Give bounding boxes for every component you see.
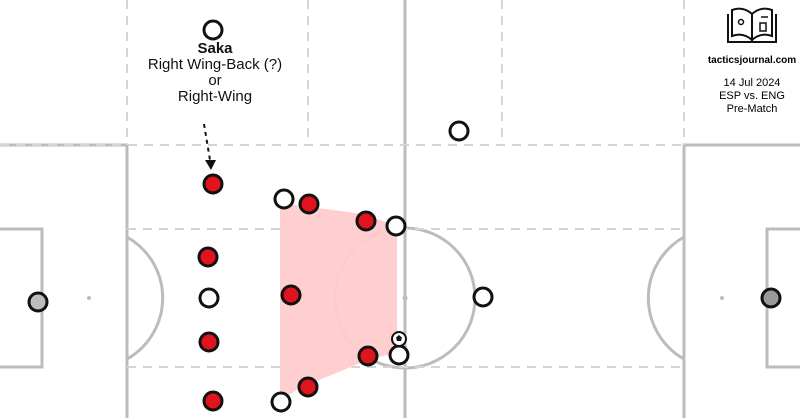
england-player xyxy=(355,210,377,232)
england-player xyxy=(202,173,224,195)
opponent-player xyxy=(388,344,410,366)
player-name-label: Saka xyxy=(197,40,233,57)
opponent-player xyxy=(448,120,470,142)
england-player xyxy=(297,376,319,398)
right-penalty-box xyxy=(682,143,800,418)
football-icon xyxy=(391,331,407,347)
logo-space xyxy=(706,3,798,53)
centre-spot xyxy=(402,295,408,301)
right-penalty-spot xyxy=(720,296,724,300)
open-book-icon xyxy=(727,7,777,43)
england-player xyxy=(202,390,224,412)
opponent-player xyxy=(202,19,224,41)
left-penalty-arc xyxy=(126,235,165,361)
right-goalkeeper xyxy=(760,287,782,309)
opponent-player xyxy=(385,215,407,237)
opponent-player xyxy=(270,391,292,413)
left-penalty-spot xyxy=(87,296,91,300)
role-label-3: Right-Wing xyxy=(177,88,253,105)
match-date: 14 Jul 2024 xyxy=(723,77,781,89)
match-fixture: ESP vs. ENG xyxy=(719,90,785,102)
match-phase: Pre-Match xyxy=(726,103,778,115)
opponent-player xyxy=(273,188,295,210)
left-penalty-box xyxy=(0,143,129,418)
england-player xyxy=(357,345,379,367)
opponent-player xyxy=(198,287,220,309)
right-penalty-arc xyxy=(646,235,685,361)
left-goalkeeper xyxy=(27,291,49,313)
england-player xyxy=(280,284,302,306)
movement-arrow xyxy=(203,123,216,170)
role-label-1: Right Wing-Back (?) xyxy=(147,56,283,73)
opponent-player xyxy=(472,286,494,308)
role-label-2: or xyxy=(208,72,222,89)
site-name: tacticsjournal.com xyxy=(707,55,797,66)
england-player xyxy=(197,246,219,268)
saka-annotation: Saka Right Wing-Back (?) or Right-Wing xyxy=(130,40,300,105)
england-player xyxy=(198,331,220,353)
england-player xyxy=(298,193,320,215)
brand-block: tacticsjournal.com 14 Jul 2024 ESP vs. E… xyxy=(706,3,798,116)
